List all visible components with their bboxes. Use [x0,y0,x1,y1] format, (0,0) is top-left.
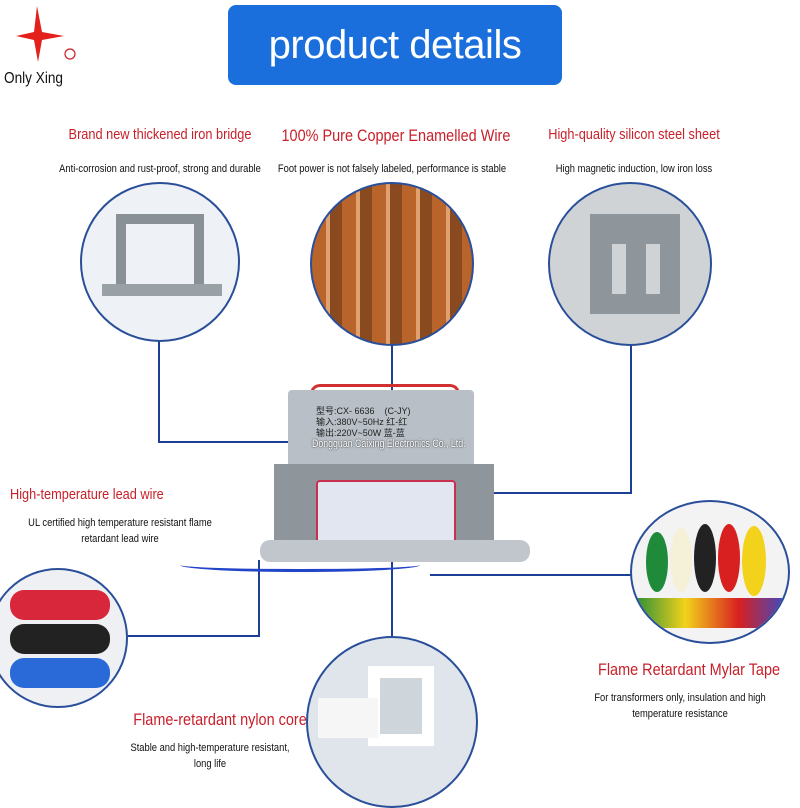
feature-title: Flame Retardant Mylar Tape [598,660,781,679]
iron-bridge-image [80,182,240,342]
feature-desc: High magnetic induction, low iron loss [555,163,713,175]
feature-desc: Stable and high-temperature resistant, l… [130,742,290,770]
silicon-steel-image [548,182,712,346]
page-title: product details [228,5,562,85]
connector-line [125,635,260,637]
feature-title: 100% Pure Copper Enamelled Wire [281,126,511,145]
connector-line [480,492,632,494]
copper-wire-image [310,182,474,346]
label-input: 输入:380V~50Hz 红-红 [316,417,408,427]
maker-name: Dongguan Caixing Electronics Co., Ltd. [312,438,466,450]
mylar-tape-image [630,500,790,644]
feature-title: Flame-retardant nylon core [133,710,307,729]
feature-desc: Foot power is not falsely labeled, perfo… [277,163,507,175]
feature-title: High-temperature lead wire [10,486,164,503]
feature-desc: UL certified high temperature resistant … [28,517,212,545]
connector-line [430,574,632,576]
feature-desc: Anti-corrosion and rust-proof, strong an… [59,163,261,175]
feature-title: High-quality silicon steel sheet [548,126,720,143]
connector-line [391,600,393,638]
label-code: (C-JY) [384,406,411,416]
connector-line [630,330,632,494]
lead-wire-image [0,568,128,708]
transformer-label: 型号:CX- 6636 (C-JY) 输入:380V~50Hz 红-红 输出:2… [316,406,411,439]
connector-line [158,441,298,443]
connector-line [258,560,260,636]
feature-desc: For transformers only, insulation and hi… [594,692,766,720]
feature-title: Brand new thickened iron bridge [68,126,252,143]
connector-line [158,330,160,442]
brand-name: Only Xing [4,70,63,87]
brand-logo [2,2,82,68]
label-output: 输出:220V~50W 蓝-蓝 [316,428,405,438]
nylon-core-image [306,636,478,808]
logo-star-icon [12,6,76,62]
transformer-image: 型号:CX- 6636 (C-JY) 输入:380V~50Hz 红-红 输出:2… [180,380,530,590]
label-model: 型号:CX- 6636 [316,406,375,416]
